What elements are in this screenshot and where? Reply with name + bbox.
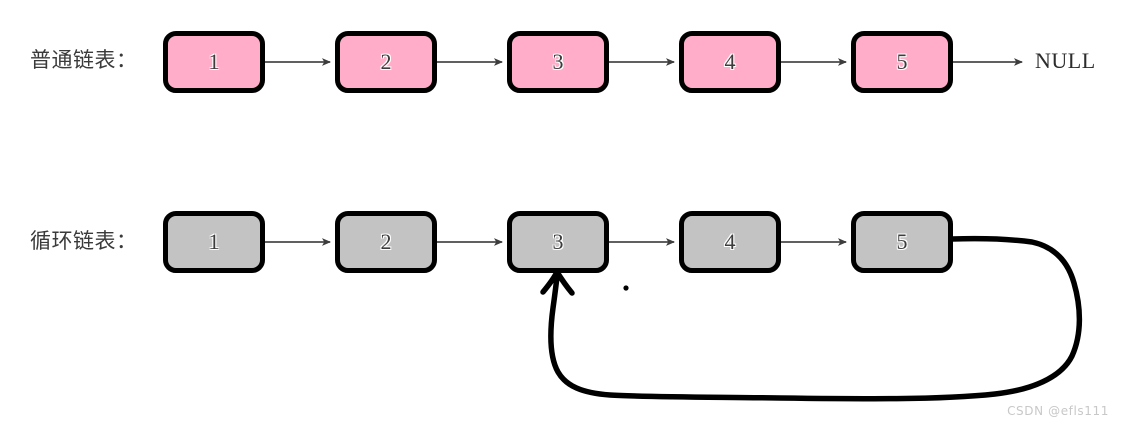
circular-node-5[interactable]: 5: [851, 211, 953, 273]
normal-node-5[interactable]: 5: [851, 31, 953, 93]
normal-node-2-value: 2: [380, 49, 392, 74]
normal-node-2[interactable]: 2: [335, 31, 437, 93]
normal-node-3-value: 3: [552, 49, 564, 74]
circular-list-label: 循环链表：: [30, 229, 138, 253]
circular-loop-arrow: [540, 235, 1083, 402]
circular-node-5-value: 5: [896, 229, 908, 254]
circular-node-1-value: 1: [208, 229, 220, 254]
null-terminator-label: NULL: [1035, 48, 1096, 73]
normal-node-1[interactable]: 1: [163, 31, 265, 93]
circular-node-4[interactable]: 4: [679, 211, 781, 273]
normal-list-label: 普通链表：: [30, 48, 138, 72]
stray-dot: [623, 285, 629, 291]
circular-node-2-value: 2: [380, 229, 392, 254]
normal-node-4-value: 4: [724, 49, 736, 74]
loop-path: [548, 235, 1083, 402]
csdn-watermark: CSDN @efls111: [1007, 404, 1109, 418]
circular-node-1[interactable]: 1: [163, 211, 265, 273]
normal-node-3[interactable]: 3: [507, 31, 609, 93]
normal-node-5-value: 5: [896, 49, 908, 74]
circular-node-2[interactable]: 2: [335, 211, 437, 273]
normal-node-4[interactable]: 4: [679, 31, 781, 93]
circular-node-4-value: 4: [724, 229, 736, 254]
normal-node-1-value: 1: [208, 49, 220, 74]
circular-node-3-value: 3: [552, 229, 564, 254]
circular-node-3[interactable]: 3: [507, 211, 609, 273]
